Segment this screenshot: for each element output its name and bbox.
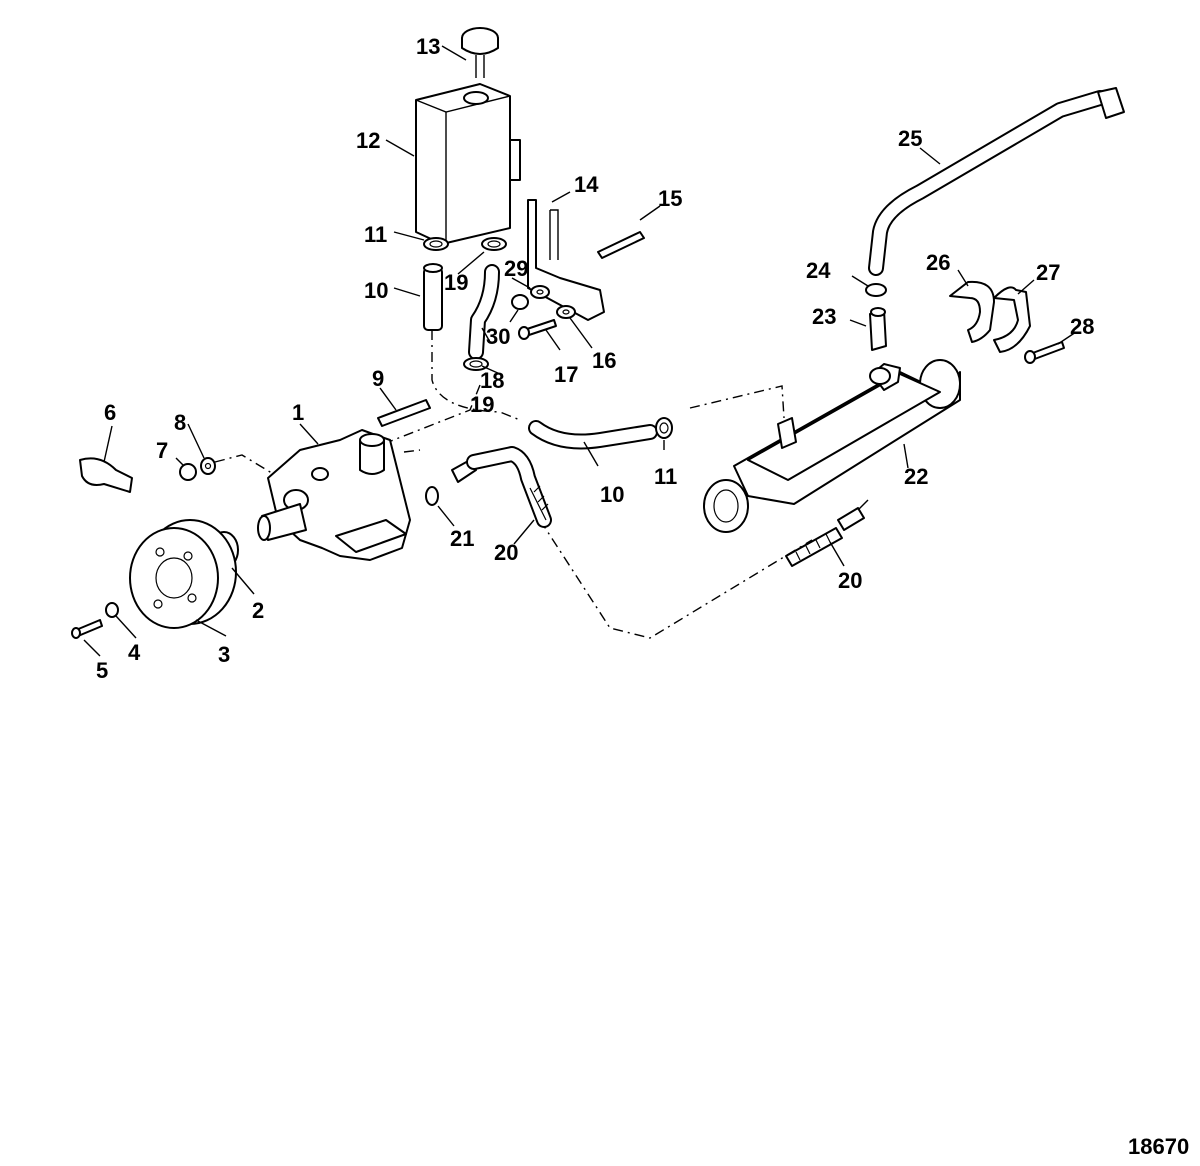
hose-section-vertical (423, 263, 443, 331)
reservoir (415, 83, 521, 245)
callout-labels: 13 12 11 10 19 29 30 18 19 14 15 17 16 9… (96, 34, 1094, 683)
callout-26: 26 (926, 250, 950, 275)
callout-16: 16 (592, 348, 616, 373)
cooler-fitting-23 (869, 307, 887, 351)
washer-4 (105, 602, 119, 618)
reservoir-bracket (527, 199, 605, 321)
callout-20-left: 20 (494, 540, 518, 565)
callout-7: 7 (156, 438, 168, 463)
washer-29 (530, 285, 550, 299)
routing-paths (214, 330, 813, 639)
callout-28: 28 (1070, 314, 1094, 339)
power-steering-pump (257, 429, 411, 561)
leader-lines (83, 45, 1077, 657)
callout-23: 23 (812, 304, 836, 329)
callout-20-right: 20 (838, 568, 862, 593)
callout-2: 2 (252, 598, 264, 623)
callout-22: 22 (904, 464, 928, 489)
callout-3: 3 (218, 642, 230, 667)
washer-8 (200, 457, 216, 475)
callout-14: 14 (574, 172, 599, 197)
callout-19-lower: 19 (470, 392, 494, 417)
clamp-half-26 (949, 280, 995, 343)
callout-6: 6 (104, 400, 116, 425)
callout-9: 9 (372, 366, 384, 391)
callout-30: 30 (486, 324, 510, 349)
bolt-17 (518, 319, 557, 340)
return-hose-curved (468, 264, 500, 360)
washer-16 (556, 305, 576, 319)
pressure-hose-right (785, 499, 869, 567)
hose-clamp-24 (865, 283, 887, 297)
pump-fitting-9 (377, 399, 431, 427)
callout-13: 13 (416, 34, 440, 59)
callout-10-lower: 10 (600, 482, 624, 507)
spacer-30 (511, 294, 529, 310)
figure-number: 18670 (1128, 1134, 1189, 1159)
callout-19-upper: 19 (444, 270, 468, 295)
reservoir-cap (461, 27, 499, 78)
callout-25: 25 (898, 126, 922, 151)
callout-27: 27 (1036, 260, 1060, 285)
callout-29: 29 (504, 256, 528, 281)
callout-15: 15 (658, 186, 682, 211)
o-ring-21 (425, 486, 439, 506)
pump-pulley (129, 519, 237, 629)
hose-clamp-upper (423, 237, 449, 251)
callout-11-lower: 11 (654, 464, 677, 489)
mounting-stud (597, 231, 645, 259)
bolt-28 (1024, 341, 1065, 364)
hose-clamp-19-lower (463, 357, 489, 371)
hose-section-lower (528, 420, 658, 450)
callout-12: 12 (356, 128, 380, 153)
clamp-half-27 (993, 286, 1031, 353)
callout-10-upper: 10 (364, 278, 388, 303)
bolt-5 (71, 619, 103, 639)
callout-1: 1 (292, 400, 304, 425)
callout-24: 24 (806, 258, 831, 283)
callout-11-upper: 11 (364, 222, 387, 247)
callout-17: 17 (554, 362, 578, 387)
nut-7 (179, 463, 197, 481)
hose-clamp-lower (655, 417, 673, 439)
pressure-hose-left (451, 446, 552, 528)
callout-18: 18 (480, 368, 504, 393)
clip-6 (79, 457, 133, 493)
hose-clamp-19-upper (481, 237, 507, 251)
cooler-hose-25 (868, 87, 1125, 276)
callout-5: 5 (96, 658, 108, 683)
callout-21: 21 (450, 526, 474, 551)
fluid-cooler (703, 359, 961, 533)
callout-8: 8 (174, 410, 186, 435)
callout-4: 4 (128, 640, 141, 665)
